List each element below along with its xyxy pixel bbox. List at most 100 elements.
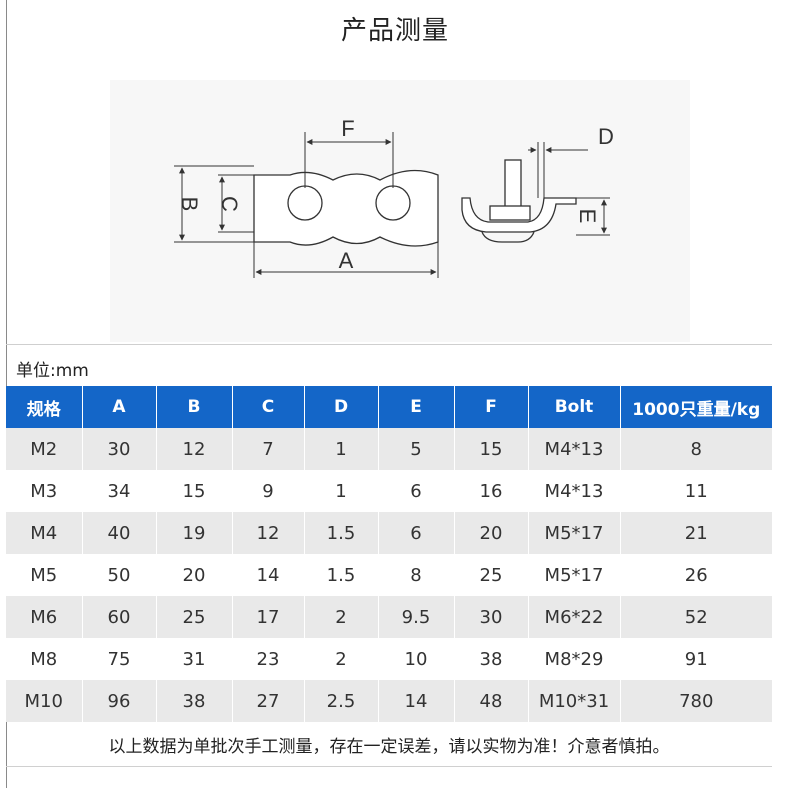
table-cell: 12 [231, 512, 304, 554]
table-cell: 12 [155, 428, 232, 470]
header-f: F [453, 386, 528, 428]
table-cell-spec: M8 [6, 638, 82, 680]
table-cell: 60 [81, 596, 156, 638]
disclaimer-note: 以上数据为单批次手工测量，存在一定误差，请以实物为准！介意者慎拍。 [108, 737, 670, 757]
header-c: C [231, 386, 304, 428]
table-cell: 5 [377, 428, 454, 470]
table-cell: 2 [303, 596, 378, 638]
table-cell: M8*29 [527, 638, 620, 680]
table-cell: 15 [453, 428, 528, 470]
table-cell: 91 [619, 638, 772, 680]
table-cell: 6 [377, 512, 454, 554]
table-cell: 1 [303, 470, 378, 512]
hole-right [375, 185, 411, 221]
bolt-nut [489, 205, 531, 221]
table-cell: 75 [81, 638, 156, 680]
table-cell: 8 [619, 428, 772, 470]
table-cell-spec: M10 [6, 680, 82, 722]
table-cell: 27 [231, 680, 304, 722]
table-cell: 7 [231, 428, 304, 470]
table-cell-spec: M5 [6, 554, 82, 596]
header-weight: 1000只重量/kg [619, 386, 772, 428]
table-cell: 6 [377, 470, 454, 512]
table-cell: 25 [155, 596, 232, 638]
table-cell: 2.5 [303, 680, 378, 722]
table-cell: 48 [453, 680, 528, 722]
table-cell: M5*17 [527, 512, 620, 554]
dim-label-b: B [177, 197, 202, 212]
table-cell: 30 [81, 428, 156, 470]
header-e: E [377, 386, 454, 428]
table-cell: 21 [619, 512, 772, 554]
table-cell: 38 [155, 680, 232, 722]
table-cell: 20 [155, 554, 232, 596]
unit-label: 单位:mm [16, 361, 89, 381]
table-cell: M4*13 [527, 428, 620, 470]
table-cell: 96 [81, 680, 156, 722]
dim-label-e: E [575, 209, 600, 224]
side-view-body [461, 197, 577, 233]
table-cell-spec: M2 [6, 428, 82, 470]
table-cell: 19 [155, 512, 232, 554]
table-cell: M4*13 [527, 470, 620, 512]
header-bolt: Bolt [527, 386, 620, 428]
table-cell: 14 [231, 554, 304, 596]
table-cell: 38 [453, 638, 528, 680]
dim-label-a: A [339, 248, 354, 273]
table-cell: 1.5 [303, 512, 378, 554]
table-cell: 9 [231, 470, 304, 512]
table-cell: 40 [81, 512, 156, 554]
table-cell-spec: M6 [6, 596, 82, 638]
dimension-drawing: F A B C D E [110, 80, 690, 342]
table-cell: 8 [377, 554, 454, 596]
plate-outline [253, 169, 439, 247]
table-cell: 15 [155, 470, 232, 512]
side-view-lip [481, 231, 535, 243]
header-spec: 规格 [6, 386, 82, 428]
header-d: D [303, 386, 378, 428]
table-cell: 52 [619, 596, 772, 638]
table-cell: 17 [231, 596, 304, 638]
table-cell: 16 [453, 470, 528, 512]
table-cell: 50 [81, 554, 156, 596]
table-cell: 2 [303, 638, 378, 680]
table-cell: 23 [231, 638, 304, 680]
clamp-diagram: F A B C D E [174, 116, 614, 278]
table-cell: 34 [81, 470, 156, 512]
table-cell: 20 [453, 512, 528, 554]
table-cell: M5*17 [527, 554, 620, 596]
hole-left [287, 185, 323, 221]
dim-label-f: F [341, 116, 354, 141]
header-b: B [155, 386, 232, 428]
table-cell: 14 [377, 680, 454, 722]
table-cell: 26 [619, 554, 772, 596]
table-cell: M6*22 [527, 596, 620, 638]
table-cell-spec: M3 [6, 470, 82, 512]
table-cell: 780 [619, 680, 772, 722]
dim-label-d: D [598, 124, 614, 149]
table-cell: M10*31 [527, 680, 620, 722]
dim-label-c: C [217, 196, 242, 212]
table-cell: 10 [377, 638, 454, 680]
page-title: 产品测量 [340, 16, 449, 46]
table-cell: 1.5 [303, 554, 378, 596]
table-cell-spec: M4 [6, 512, 82, 554]
bottom-divider [6, 766, 772, 767]
table-cell: 9.5 [377, 596, 454, 638]
table-cell: 31 [155, 638, 232, 680]
table-cell: 30 [453, 596, 528, 638]
table-cell: 11 [619, 470, 772, 512]
table-header-row: 规格 A B C D E F Bolt 1000只重量/kg [6, 386, 772, 428]
table-cell: 25 [453, 554, 528, 596]
header-a: A [81, 386, 156, 428]
bolt-shank [504, 159, 522, 209]
table-cell: 1 [303, 428, 378, 470]
